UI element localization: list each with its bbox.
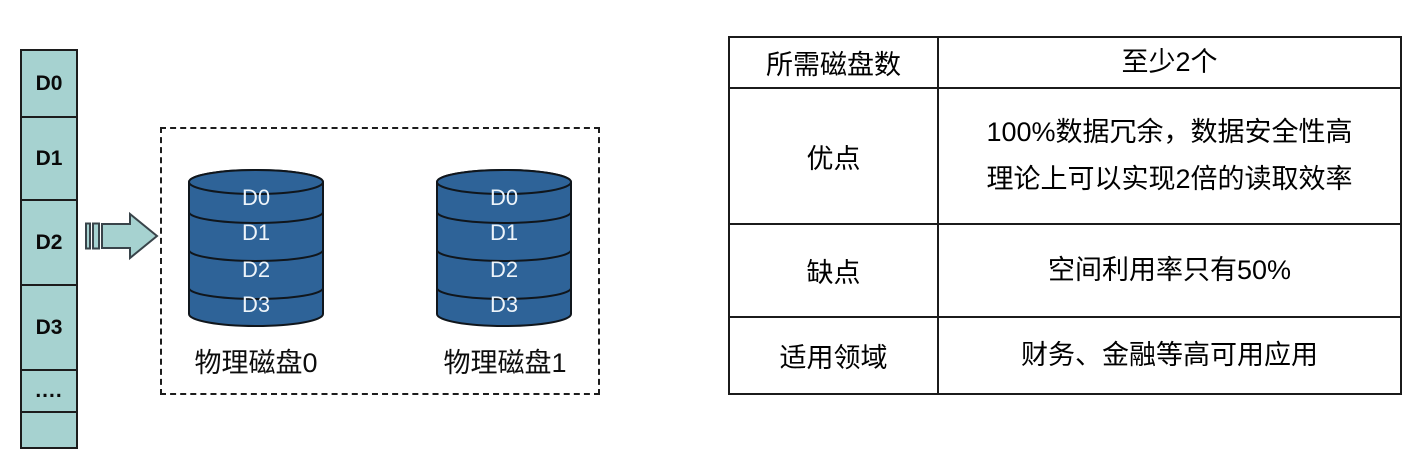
disk0-band-d3: D3 (242, 292, 270, 317)
table-row-label-disks-required: 所需磁盘数 (730, 38, 937, 87)
striped-right-arrow-icon (85, 211, 159, 261)
disk0-band-d2: D2 (242, 257, 270, 282)
disk1-band-d1: D1 (490, 220, 518, 245)
table-row-value-disadvantages: 空间利用率只有50% (939, 225, 1400, 316)
table-row-value-advantages: 100%数据冗余，数据安全性高 理论上可以实现2倍的读取效率 (939, 89, 1400, 223)
physical-disk-0-cylinder: D0 D1 D2 D3 (188, 169, 324, 327)
table-row-value-use-cases: 财务、金融等高可用应用 (939, 318, 1400, 393)
stripe-block-empty (22, 413, 76, 447)
disk1-band-d0: D0 (490, 185, 518, 210)
physical-disk-1-caption: 物理磁盘1 (443, 348, 567, 378)
disk0-band-d1: D1 (242, 220, 270, 245)
table-row-label-use-cases: 适用领域 (730, 318, 937, 393)
disk1-band-d3: D3 (490, 292, 518, 317)
table-row-label-advantages: 优点 (730, 89, 937, 223)
disk1-band-d2: D2 (490, 257, 518, 282)
stripe-block-d2: D2 (22, 201, 76, 286)
disk0-band-d0: D0 (242, 185, 270, 210)
mirror-group-dashed-box (160, 127, 600, 395)
table-row-label-disadvantages: 缺点 (730, 225, 937, 316)
stripe-block-d3: D3 (22, 286, 76, 371)
logical-stripe-column: D0 D1 D2 D3 .... (20, 49, 78, 449)
stripe-block-d0: D0 (22, 51, 76, 118)
stripe-block-ellipsis: .... (22, 371, 76, 413)
stripe-block-d1: D1 (22, 118, 76, 201)
physical-disk-1-cylinder: D0 D1 D2 D3 (436, 169, 572, 327)
table-row-value-disks-required: 至少2个 (939, 38, 1400, 87)
physical-disk-0-caption: 物理磁盘0 (194, 348, 318, 378)
raid1-attribute-table: 所需磁盘数 至少2个 优点 100%数据冗余，数据安全性高 理论上可以实现2倍的… (728, 36, 1402, 395)
